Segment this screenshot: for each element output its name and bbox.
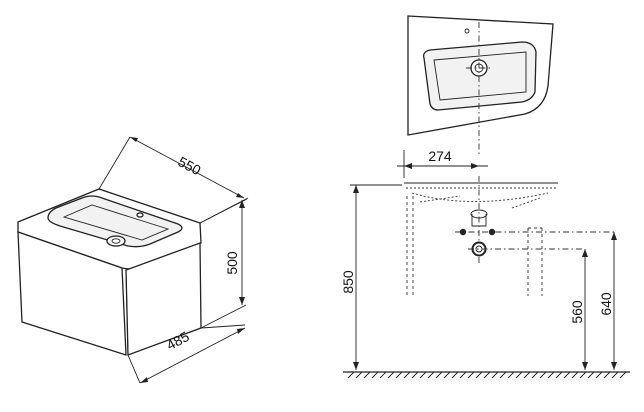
arrow-icon bbox=[237, 328, 245, 334]
tap-hole-icon bbox=[136, 212, 144, 218]
bowl-hidden-outline bbox=[511, 197, 541, 209]
arrow-icon bbox=[404, 163, 412, 169]
extension-line bbox=[127, 354, 141, 384]
arrow-icon bbox=[611, 232, 617, 240]
siphon-body bbox=[471, 214, 487, 227]
extension-line bbox=[200, 304, 247, 329]
cabinet-front-face bbox=[17, 231, 127, 356]
basin-bowl bbox=[47, 195, 183, 248]
water-connection-icon bbox=[459, 228, 467, 236]
arrow-icon bbox=[611, 362, 617, 370]
extension-line bbox=[200, 324, 246, 329]
plan-bowl-inner-edge bbox=[433, 51, 527, 101]
bowl-hidden-outline bbox=[419, 195, 461, 203]
height-dimension-label: 500 bbox=[224, 251, 240, 275]
extension-line bbox=[199, 197, 249, 224]
arrow-icon bbox=[140, 377, 148, 383]
bowl-inner-edge bbox=[62, 204, 170, 241]
arrow-icon bbox=[239, 200, 245, 208]
drain-height-dimension-label: 560 bbox=[569, 300, 585, 324]
plan-view bbox=[407, 15, 554, 155]
arrow-icon bbox=[239, 297, 245, 305]
arrow-icon bbox=[353, 185, 359, 193]
isometric-cabinet-view: 550 500 485 bbox=[17, 136, 249, 384]
front-elevation-view: 274 850 560 bbox=[340, 148, 630, 379]
extension-line bbox=[98, 136, 131, 190]
drain-offset-dimension-label: 274 bbox=[428, 148, 452, 164]
siphon-icon bbox=[470, 209, 488, 219]
tap-height-dimension-label: 640 bbox=[598, 292, 614, 316]
arrow-icon bbox=[130, 137, 138, 142]
arrow-icon bbox=[582, 249, 588, 257]
cabinet-edge bbox=[125, 271, 129, 356]
drain-icon bbox=[106, 235, 126, 247]
depth-dimension-line bbox=[139, 327, 246, 384]
drain-inner-ring bbox=[111, 238, 121, 244]
arrow-icon bbox=[471, 163, 479, 169]
floor-hatch bbox=[347, 371, 627, 379]
total-height-dimension-label: 850 bbox=[340, 270, 356, 294]
arrow-icon bbox=[353, 362, 359, 370]
arrow-icon bbox=[236, 193, 244, 198]
arrow-icon bbox=[582, 362, 588, 370]
width-dimension-line bbox=[129, 136, 245, 199]
bowl-hidden-outline bbox=[411, 192, 549, 202]
plan-tap-hole-icon bbox=[464, 28, 470, 34]
